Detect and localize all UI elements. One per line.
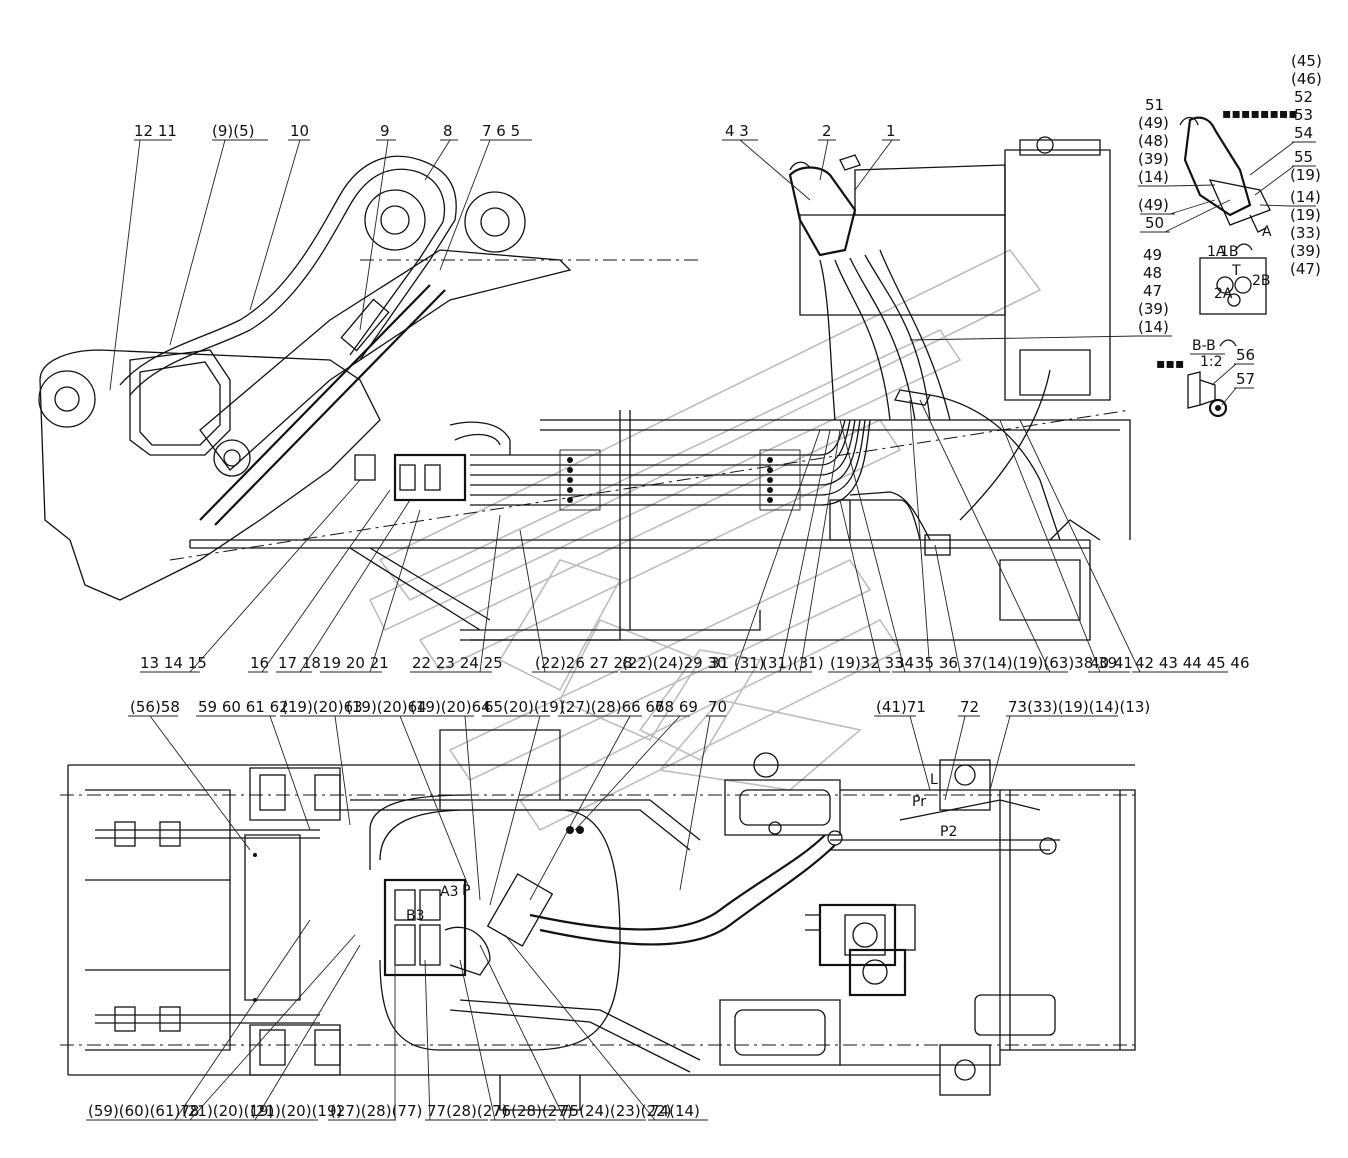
callout-50: 50 xyxy=(1145,214,1164,232)
callout-33-paren: (33) xyxy=(1290,224,1321,242)
callout-77-28-27: 77(28)(27) xyxy=(427,1102,508,1120)
callout-48-paren: (48) xyxy=(1138,132,1169,150)
callout-9-5-paren: (9)(5) xyxy=(212,122,255,140)
callout-21-20-19: (21)(20)(19) xyxy=(182,1102,274,1120)
callout-49-paren-b: (49) xyxy=(1138,196,1169,214)
callout-48: 48 xyxy=(1143,264,1162,282)
callout-45-paren: (45) xyxy=(1291,52,1322,70)
callout-42-46: 42 43 44 45 46 xyxy=(1135,654,1250,672)
port-label-t: T xyxy=(1231,263,1241,279)
callout-19-paren: (19) xyxy=(1290,166,1321,184)
callout-17-18: 17 18 xyxy=(278,654,321,672)
callout-41-71: (41)71 xyxy=(876,698,926,716)
pipe-fittings xyxy=(559,449,801,511)
callout-65-20-19: 65(20)(19) xyxy=(484,698,565,716)
section-b-mark: ▪▪▪ xyxy=(1156,356,1184,372)
detail-a-left-callouts: 51 (49) (48) (39) (14) (49) 50 xyxy=(1138,96,1231,233)
callout-51: 51 xyxy=(1145,96,1164,114)
bottom-view-top-callouts: (56)58 59 60 61 62 (19)(20)63 (19)(20)64… xyxy=(128,698,1150,906)
callout-9: 9 xyxy=(380,122,390,140)
callout-53: 53 xyxy=(1294,106,1313,124)
callout-1: 1 xyxy=(886,122,896,140)
port-label-a3: A3 xyxy=(440,884,458,900)
callout-74-14: 74(14) xyxy=(650,1102,700,1120)
callout-19-20-64: (19)(20)64 xyxy=(346,698,427,716)
callout-46-paren: (46) xyxy=(1291,70,1322,88)
callout-14-paren: (14) xyxy=(1138,168,1169,186)
port-label-l: L xyxy=(930,772,938,788)
callout-7-6-5: 7 6 5 xyxy=(482,122,520,140)
callout-56: 56 xyxy=(1236,346,1255,364)
callout-19-20-63: (19)(20)63 xyxy=(282,698,363,716)
port-label-b3: B3 xyxy=(406,908,425,924)
callout-56-58: (56)58 xyxy=(130,698,180,716)
callout-19-32-33: (19)32 33 xyxy=(830,654,904,672)
callout-19-20-64-b: (19)(20)64 xyxy=(410,698,491,716)
callout-22-26-28: (22)26 27 28 xyxy=(535,654,633,672)
bottom-view-bottom-callouts: (59)(60)(61)78 (21)(20)(19) (21)(20)(19)… xyxy=(86,919,708,1121)
port-label-2a: 2A xyxy=(1214,286,1233,302)
callout-68-69: 68 69 xyxy=(655,698,698,716)
callout-39-paren-side: (39) xyxy=(1138,300,1169,318)
callout-34: 34 xyxy=(895,654,914,672)
callout-47-paren: (47) xyxy=(1290,260,1321,278)
view-a-letter: A xyxy=(1262,224,1272,240)
port-label-p: P xyxy=(462,883,470,899)
callout-14-paren-side: (14) xyxy=(1138,318,1169,336)
port-label-2b: 2B xyxy=(1252,273,1271,289)
pump-motor xyxy=(805,903,916,997)
callout-21-20-19-b: (21)(20)(19) xyxy=(250,1102,342,1120)
port-label-pr: Pr xyxy=(912,794,926,810)
detail-view-a: ▪▪▪▪▪▪▪▪ A 51 (49) (48) (39) (14) (49) 5… xyxy=(1138,52,1322,315)
detail-a-right-callouts: (45) (46) 52 53 54 55 (19) (14) (19) (33… xyxy=(1249,52,1322,278)
top-view-bottom-callouts: 13 14 15 16 17 18 19 20 21 22 23 24 25 (… xyxy=(140,399,1250,673)
callout-57: 57 xyxy=(1236,370,1255,388)
callout-31-31-b: (31)(31) xyxy=(762,654,824,672)
callout-39-paren-r: (39) xyxy=(1290,242,1321,260)
detail-title-text: ▪▪▪▪▪▪▪▪ xyxy=(1222,106,1298,122)
callout-55: 55 xyxy=(1294,148,1313,166)
side-callouts: 49 48 47 (39) (14) xyxy=(909,246,1172,341)
callout-59-60-61-78: (59)(60)(61)78 xyxy=(88,1102,199,1120)
section-b-b: B-B 1:2 ▪▪▪ 56 57 xyxy=(1156,338,1255,418)
callout-2: 2 xyxy=(822,122,832,140)
callout-76-28-27: 76(28)(27) xyxy=(492,1102,573,1120)
callout-47: 47 xyxy=(1143,282,1162,300)
callout-4-3: 4 3 xyxy=(725,122,749,140)
callout-16: 16 xyxy=(250,654,269,672)
callout-72: 72 xyxy=(960,698,979,716)
port-label-p2: P2 xyxy=(940,824,957,840)
port-label-1a: 1A xyxy=(1207,244,1226,260)
callout-49: 49 xyxy=(1143,246,1162,264)
bottom-plan-view: L Pr P2 A3 B3 P xyxy=(60,729,1140,1111)
callout-14-paren-r: (14) xyxy=(1290,188,1321,206)
callout-27-28-66-67: (27)(28)66 67 xyxy=(560,698,665,716)
callout-40-41: 40 41 xyxy=(1090,654,1133,672)
callout-22-24-29-30: (22)(24)29 30 xyxy=(622,654,727,672)
callout-13-14-15: 13 14 15 xyxy=(140,654,207,672)
callout-22-25: 22 23 24 25 xyxy=(412,654,503,672)
callout-54: 54 xyxy=(1294,124,1313,142)
callout-12-11: 12 11 xyxy=(134,122,177,140)
callout-8: 8 xyxy=(443,122,453,140)
callout-19-20-21: 19 20 21 xyxy=(322,654,389,672)
callout-52: 52 xyxy=(1294,88,1313,106)
section-b-title: B-B xyxy=(1192,338,1216,354)
top-view-callouts: 12 11 (9)(5) 10 9 8 7 6 5 4 3 2 1 xyxy=(109,122,900,391)
callout-59-62: 59 60 61 62 xyxy=(198,698,289,716)
section-b-scale: 1:2 xyxy=(1200,354,1223,370)
port-label-1b: 1B xyxy=(1220,244,1239,260)
callout-19-paren-r: (19) xyxy=(1290,206,1321,224)
callout-73-13: 73(33)(19)(14)(13) xyxy=(1008,698,1150,716)
callout-49-paren: (49) xyxy=(1138,114,1169,132)
callout-39-paren: (39) xyxy=(1138,150,1169,168)
callout-70: 70 xyxy=(708,698,727,716)
callout-31-31: 31 (31) xyxy=(710,654,765,672)
callout-35-39: 35 36 37(14)(19)(63)38 39 xyxy=(915,654,1117,672)
callout-27-28-77: (27)(28)(77) xyxy=(330,1102,422,1120)
top-side-view xyxy=(38,136,1131,641)
callout-10: 10 xyxy=(290,122,309,140)
port-block-detail: 1A 1B T 2A 2B xyxy=(1199,243,1271,315)
